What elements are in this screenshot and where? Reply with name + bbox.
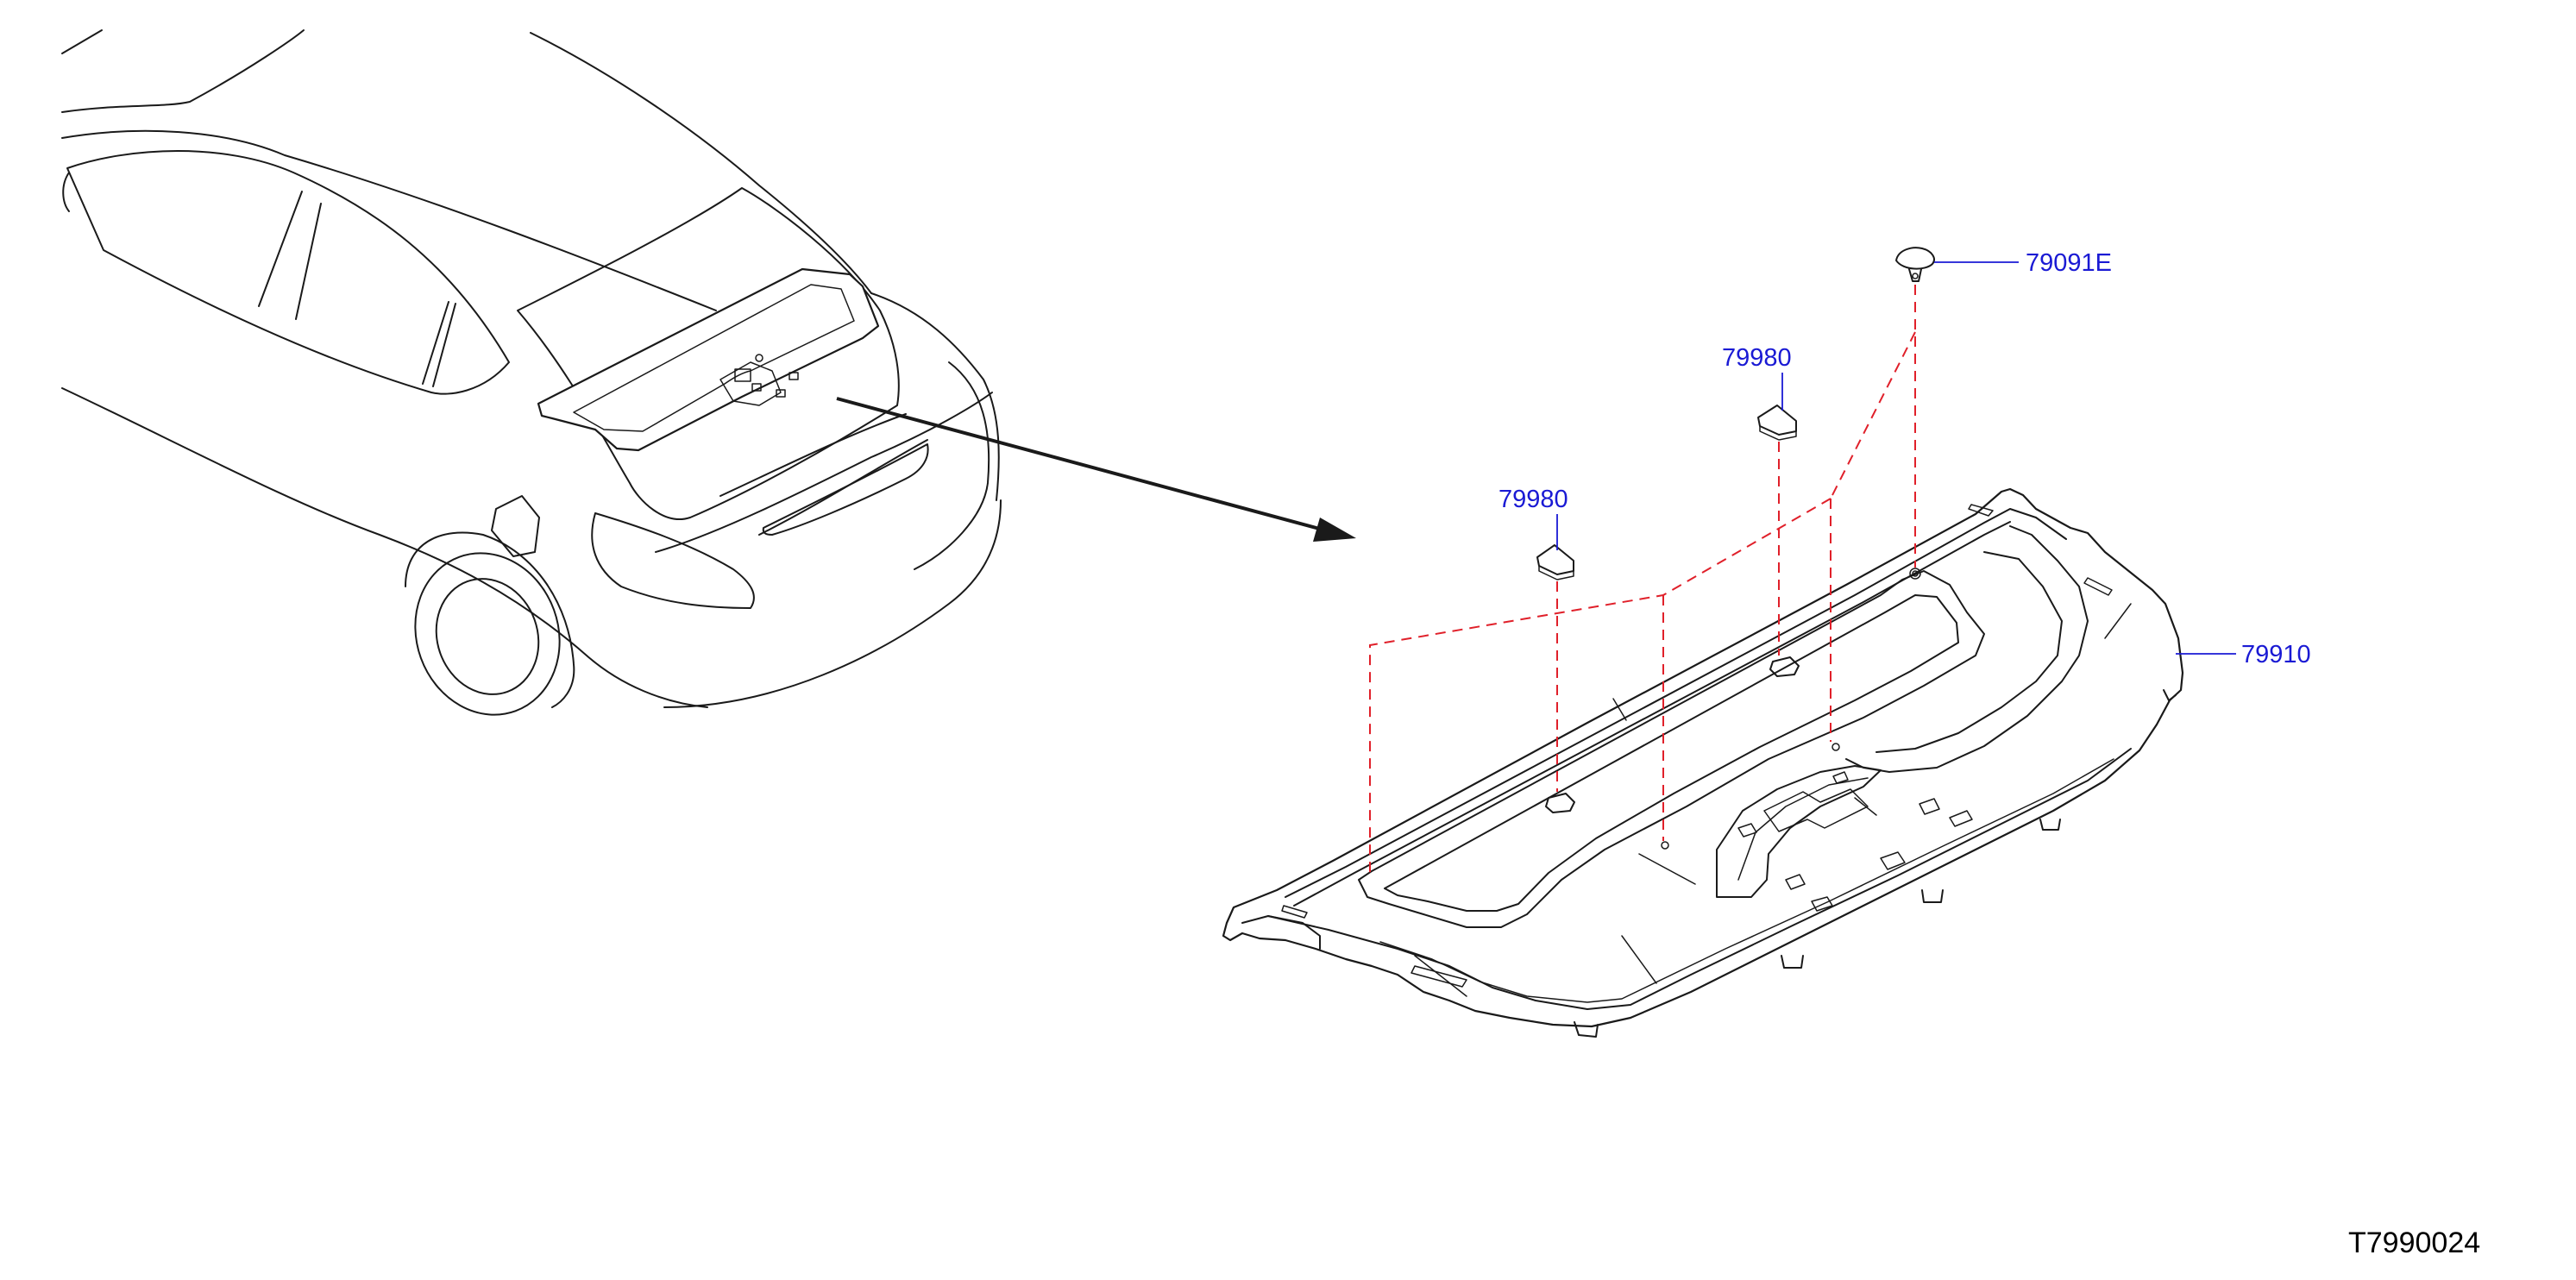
- shelf-cover-recess-left: [1545, 793, 1575, 813]
- vehicle-mirror-bump: [62, 172, 70, 212]
- shelf-right-pocket: [1845, 525, 2089, 773]
- vehicle-bumper-upper: [655, 392, 993, 553]
- shelf-main-recess-inner: [1384, 594, 1959, 912]
- vehicle-rear-corner: [914, 361, 990, 570]
- shelf-right-pocket-inner: [1875, 551, 2063, 753]
- shelf-section-line-3: [1612, 698, 1627, 721]
- shelf-pin-hole-1: [1661, 841, 1669, 850]
- phantom-clip-diagonal: [1830, 331, 1916, 499]
- locator-arrowhead: [1313, 518, 1356, 542]
- vehicle-roof-line: [61, 29, 305, 113]
- locator-shelf-square-3: [776, 389, 786, 398]
- vehicle-rear-wheel-outer: [414, 552, 561, 716]
- shelf-hole-3: [1811, 896, 1833, 912]
- cover-part-upper: [1757, 405, 1797, 441]
- vehicle-window-pillar-d: [432, 303, 456, 387]
- locator-shelf-square-2: [751, 383, 762, 392]
- cover-lower-body: [1536, 544, 1574, 575]
- vehicle-rear-wheel-inner: [435, 578, 540, 695]
- shelf-center-pad-inner: [1737, 777, 1869, 881]
- shelf-clip-hole-inner: [1912, 570, 1919, 577]
- vehicle-roof-edge: [61, 129, 717, 311]
- parcel-shelf-finisher: [1222, 487, 2184, 1038]
- shelf-hole-1: [1737, 823, 1757, 838]
- vehicle-fuel-door: [491, 495, 540, 557]
- vehicle-quarter-panel: [870, 292, 1000, 501]
- shelf-hole-7: [1880, 851, 1906, 870]
- assembly-phantom-lines: [1369, 285, 1916, 878]
- vehicle-roof-rear: [530, 32, 872, 294]
- shelf-hole-6: [1949, 810, 1973, 827]
- phantom-reference-line: [1369, 498, 1831, 878]
- vehicle-window-pillar-a: [258, 191, 303, 307]
- cover-part-lower: [1536, 544, 1574, 580]
- part-label-cover-upper: 79980: [1722, 344, 1792, 372]
- shelf-tab-5: [2163, 689, 2177, 701]
- callouts: 79091E 79980 79980 79910: [1498, 249, 2311, 668]
- shelf-section-line-4: [1854, 797, 1877, 816]
- shelf-section-line-5: [2104, 603, 2132, 639]
- part-label-finisher: 79910: [2241, 641, 2311, 668]
- vehicle-locator-view: [61, 29, 1002, 716]
- shelf-hole-2: [1785, 874, 1806, 890]
- shelf-lower-lip: [1267, 748, 2132, 1010]
- vehicle-window-pillar-b: [295, 203, 322, 320]
- shelf-section-line-2: [1638, 853, 1696, 885]
- vehicle-belt-line: [61, 387, 708, 708]
- cover-upper-edge: [1759, 425, 1797, 441]
- vehicle-top-short: [61, 29, 103, 54]
- shelf-right-slot: [2083, 577, 2113, 596]
- shelf-left-slot: [1281, 905, 1308, 919]
- vehicle-trunk-line-1: [719, 413, 907, 497]
- locator-shelf-square-1: [734, 368, 751, 382]
- vehicle-license-recess: [762, 443, 929, 536]
- clip-head: [1895, 247, 1935, 270]
- vehicle-side-window: [66, 150, 510, 395]
- part-label-clip: 79091E: [2026, 249, 2112, 277]
- vehicle-window-pillar-c: [422, 301, 449, 385]
- shelf-section-line-6: [1414, 955, 1467, 997]
- shelf-hole-4: [1832, 771, 1849, 784]
- locator-parcel-shelf: [537, 267, 880, 452]
- locator-shelf-square-4: [789, 372, 799, 380]
- part-label-cover-lower: 79980: [1498, 486, 1568, 513]
- shelf-speaker-cutout: [1763, 788, 1869, 832]
- shelf-outer-outline: [1222, 487, 2184, 1028]
- shelf-rim-line-2: [1293, 521, 2011, 907]
- shelf-tab-3: [1921, 889, 1944, 903]
- vehicle-trunk-lid: [517, 187, 900, 520]
- shelf-cover-recess-right: [1769, 656, 1800, 677]
- shelf-section-line-1: [1621, 935, 1657, 984]
- shelf-top-slot: [1968, 504, 1994, 517]
- cover-upper-body: [1757, 405, 1797, 436]
- shelf-left-notch: [1411, 965, 1467, 988]
- shelf-tab-4: [2039, 819, 2061, 831]
- locator-arrow: [836, 397, 1356, 542]
- shelf-clip-hole: [1909, 568, 1921, 580]
- locator-shelf-bump: [719, 361, 782, 406]
- shelf-tab-2: [1781, 955, 1804, 969]
- shelf-rim-line: [1285, 508, 2067, 898]
- vehicle-tail-light: [591, 512, 755, 609]
- shelf-left-end: [1241, 915, 1321, 950]
- clip-part: [1895, 247, 1935, 282]
- locator-shelf-hole: [755, 354, 763, 362]
- clip-tip: [1912, 273, 1919, 279]
- cover-lower-edge: [1538, 565, 1574, 580]
- shelf-center-pad: [1716, 765, 1882, 898]
- vehicle-bumper-lower: [663, 499, 1002, 708]
- shelf-pin-hole-2: [1831, 743, 1840, 751]
- shelf-tab-1: [1574, 1021, 1599, 1038]
- shelf-hole-5: [1919, 798, 1940, 815]
- diagram-reference-code: T7990024: [2348, 1227, 2480, 1259]
- vehicle-wheel-arch: [405, 531, 575, 708]
- shelf-lower-lip-2: [1379, 758, 2114, 1003]
- clip-stem: [1908, 268, 1922, 282]
- locator-shelf-recess: [573, 284, 855, 432]
